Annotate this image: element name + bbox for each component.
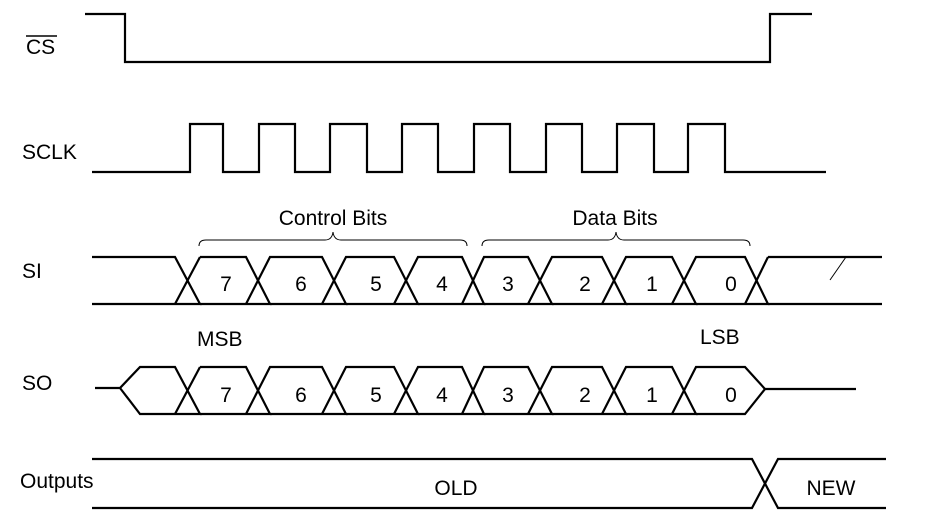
control-bits-label: Control Bits (279, 207, 388, 230)
si-bit-2: 2 (579, 273, 591, 296)
so-bit-4: 4 (436, 384, 448, 407)
outputs-new-label: NEW (807, 477, 856, 500)
so-label: SO (22, 372, 52, 395)
control-bits-brace (198, 231, 468, 247)
si-label: SI (22, 260, 42, 283)
so-bit-6: 6 (295, 384, 307, 407)
si-bit-7: 7 (220, 273, 232, 296)
so-waveform (95, 365, 856, 416)
cs-label: CS (26, 36, 55, 59)
so-bit-5: 5 (370, 384, 382, 407)
so-bit-3: 3 (502, 384, 514, 407)
cs-waveform (85, 12, 812, 64)
data-bits-label: Data Bits (572, 207, 657, 230)
so-bit-7: 7 (220, 384, 232, 407)
si-bit-5: 5 (370, 273, 382, 296)
si-bit-4: 4 (436, 273, 448, 296)
sclk-waveform (92, 122, 826, 174)
si-bit-6: 6 (295, 273, 307, 296)
so-bit-1: 1 (646, 384, 658, 407)
lsb-label: LSB (700, 326, 740, 349)
si-waveform (92, 255, 882, 306)
sclk-label: SCLK (22, 141, 77, 164)
outputs-label: Outputs (20, 470, 94, 493)
msb-label: MSB (197, 328, 243, 351)
si-dont-care-mark (829, 256, 847, 281)
so-bit-0: 0 (725, 384, 737, 407)
data-bits-brace (481, 231, 751, 247)
outputs-old-label: OLD (434, 477, 477, 500)
so-bit-2: 2 (579, 384, 591, 407)
si-bit-1: 1 (646, 273, 658, 296)
si-bit-0: 0 (725, 273, 737, 296)
outputs-waveform (92, 457, 886, 510)
si-bit-3: 3 (502, 273, 514, 296)
